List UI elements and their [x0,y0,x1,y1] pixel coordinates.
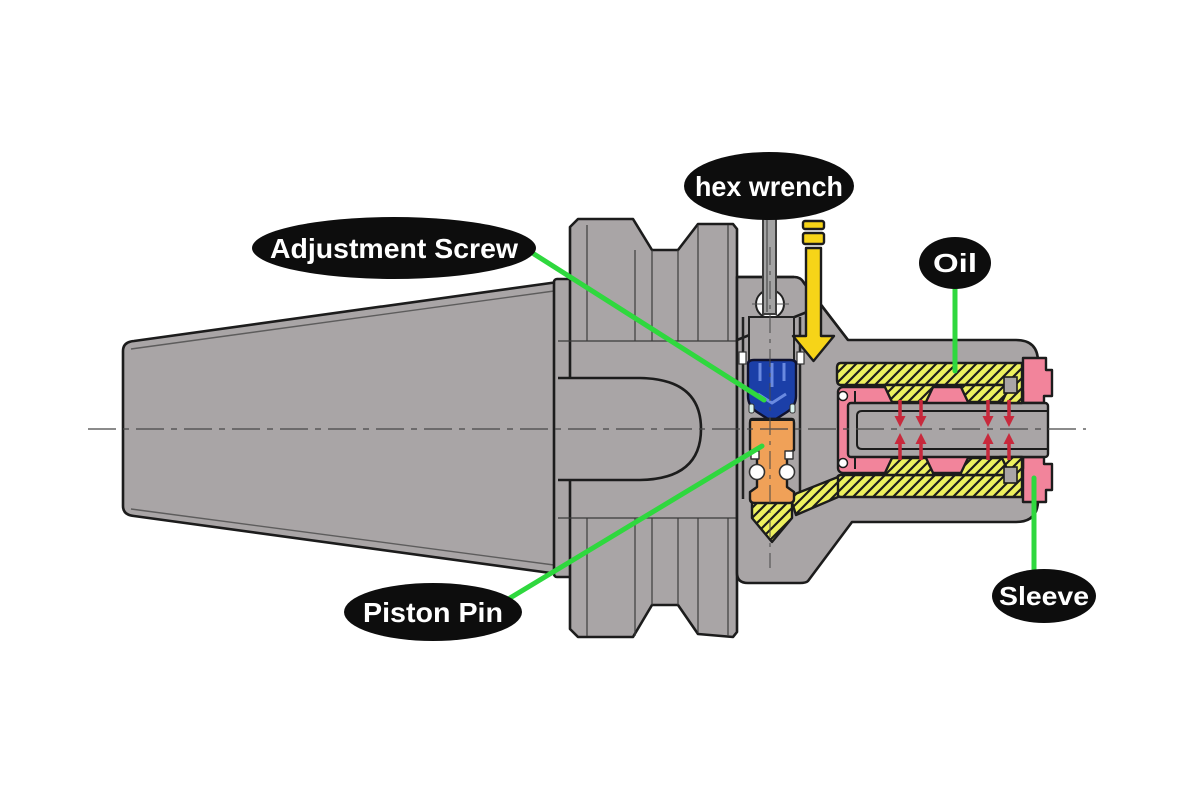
oil-pad-top-2 [958,383,1012,404]
label-oil: Oil [933,248,977,278]
leader-lines [507,251,1037,601]
centerlines [88,247,1086,568]
push-down-arrow [791,219,836,363]
oil-channels [750,361,1024,544]
label-bg-oil [919,237,991,289]
oil-pad-bottom-1 [882,456,936,477]
label-ellipses [252,152,1096,641]
screw-cavity [748,316,795,363]
label-bg-adjustment-screw [252,217,536,279]
oil-pad-top-1 [882,383,936,404]
oil-channel-top [835,361,1024,405]
oil-pad-bottom-2 [958,456,1012,477]
taper-shank [121,280,560,576]
label-adjustment-screw: Adjustment Screw [270,233,518,264]
oil-strap [788,475,840,517]
label-piston-pin: Piston Pin [363,597,503,628]
label-bg-sleeve [992,569,1096,623]
sleeve-front-bottom [1021,455,1054,504]
leader-piston-pin [507,443,765,601]
leader-adjustment-screw [531,251,767,403]
label-texts: hex wrench Adjustment Screw Oil Piston P… [270,171,1089,628]
label-sleeve: Sleeve [999,581,1089,611]
adjustment-screw-part [746,358,798,421]
label-bg-piston-pin [344,583,522,641]
label-hex-wrench: hex wrench [695,171,843,202]
label-bg-hex-wrench [684,152,854,220]
sleeve-front-top [1021,356,1054,405]
piston-pin-part [748,417,796,505]
